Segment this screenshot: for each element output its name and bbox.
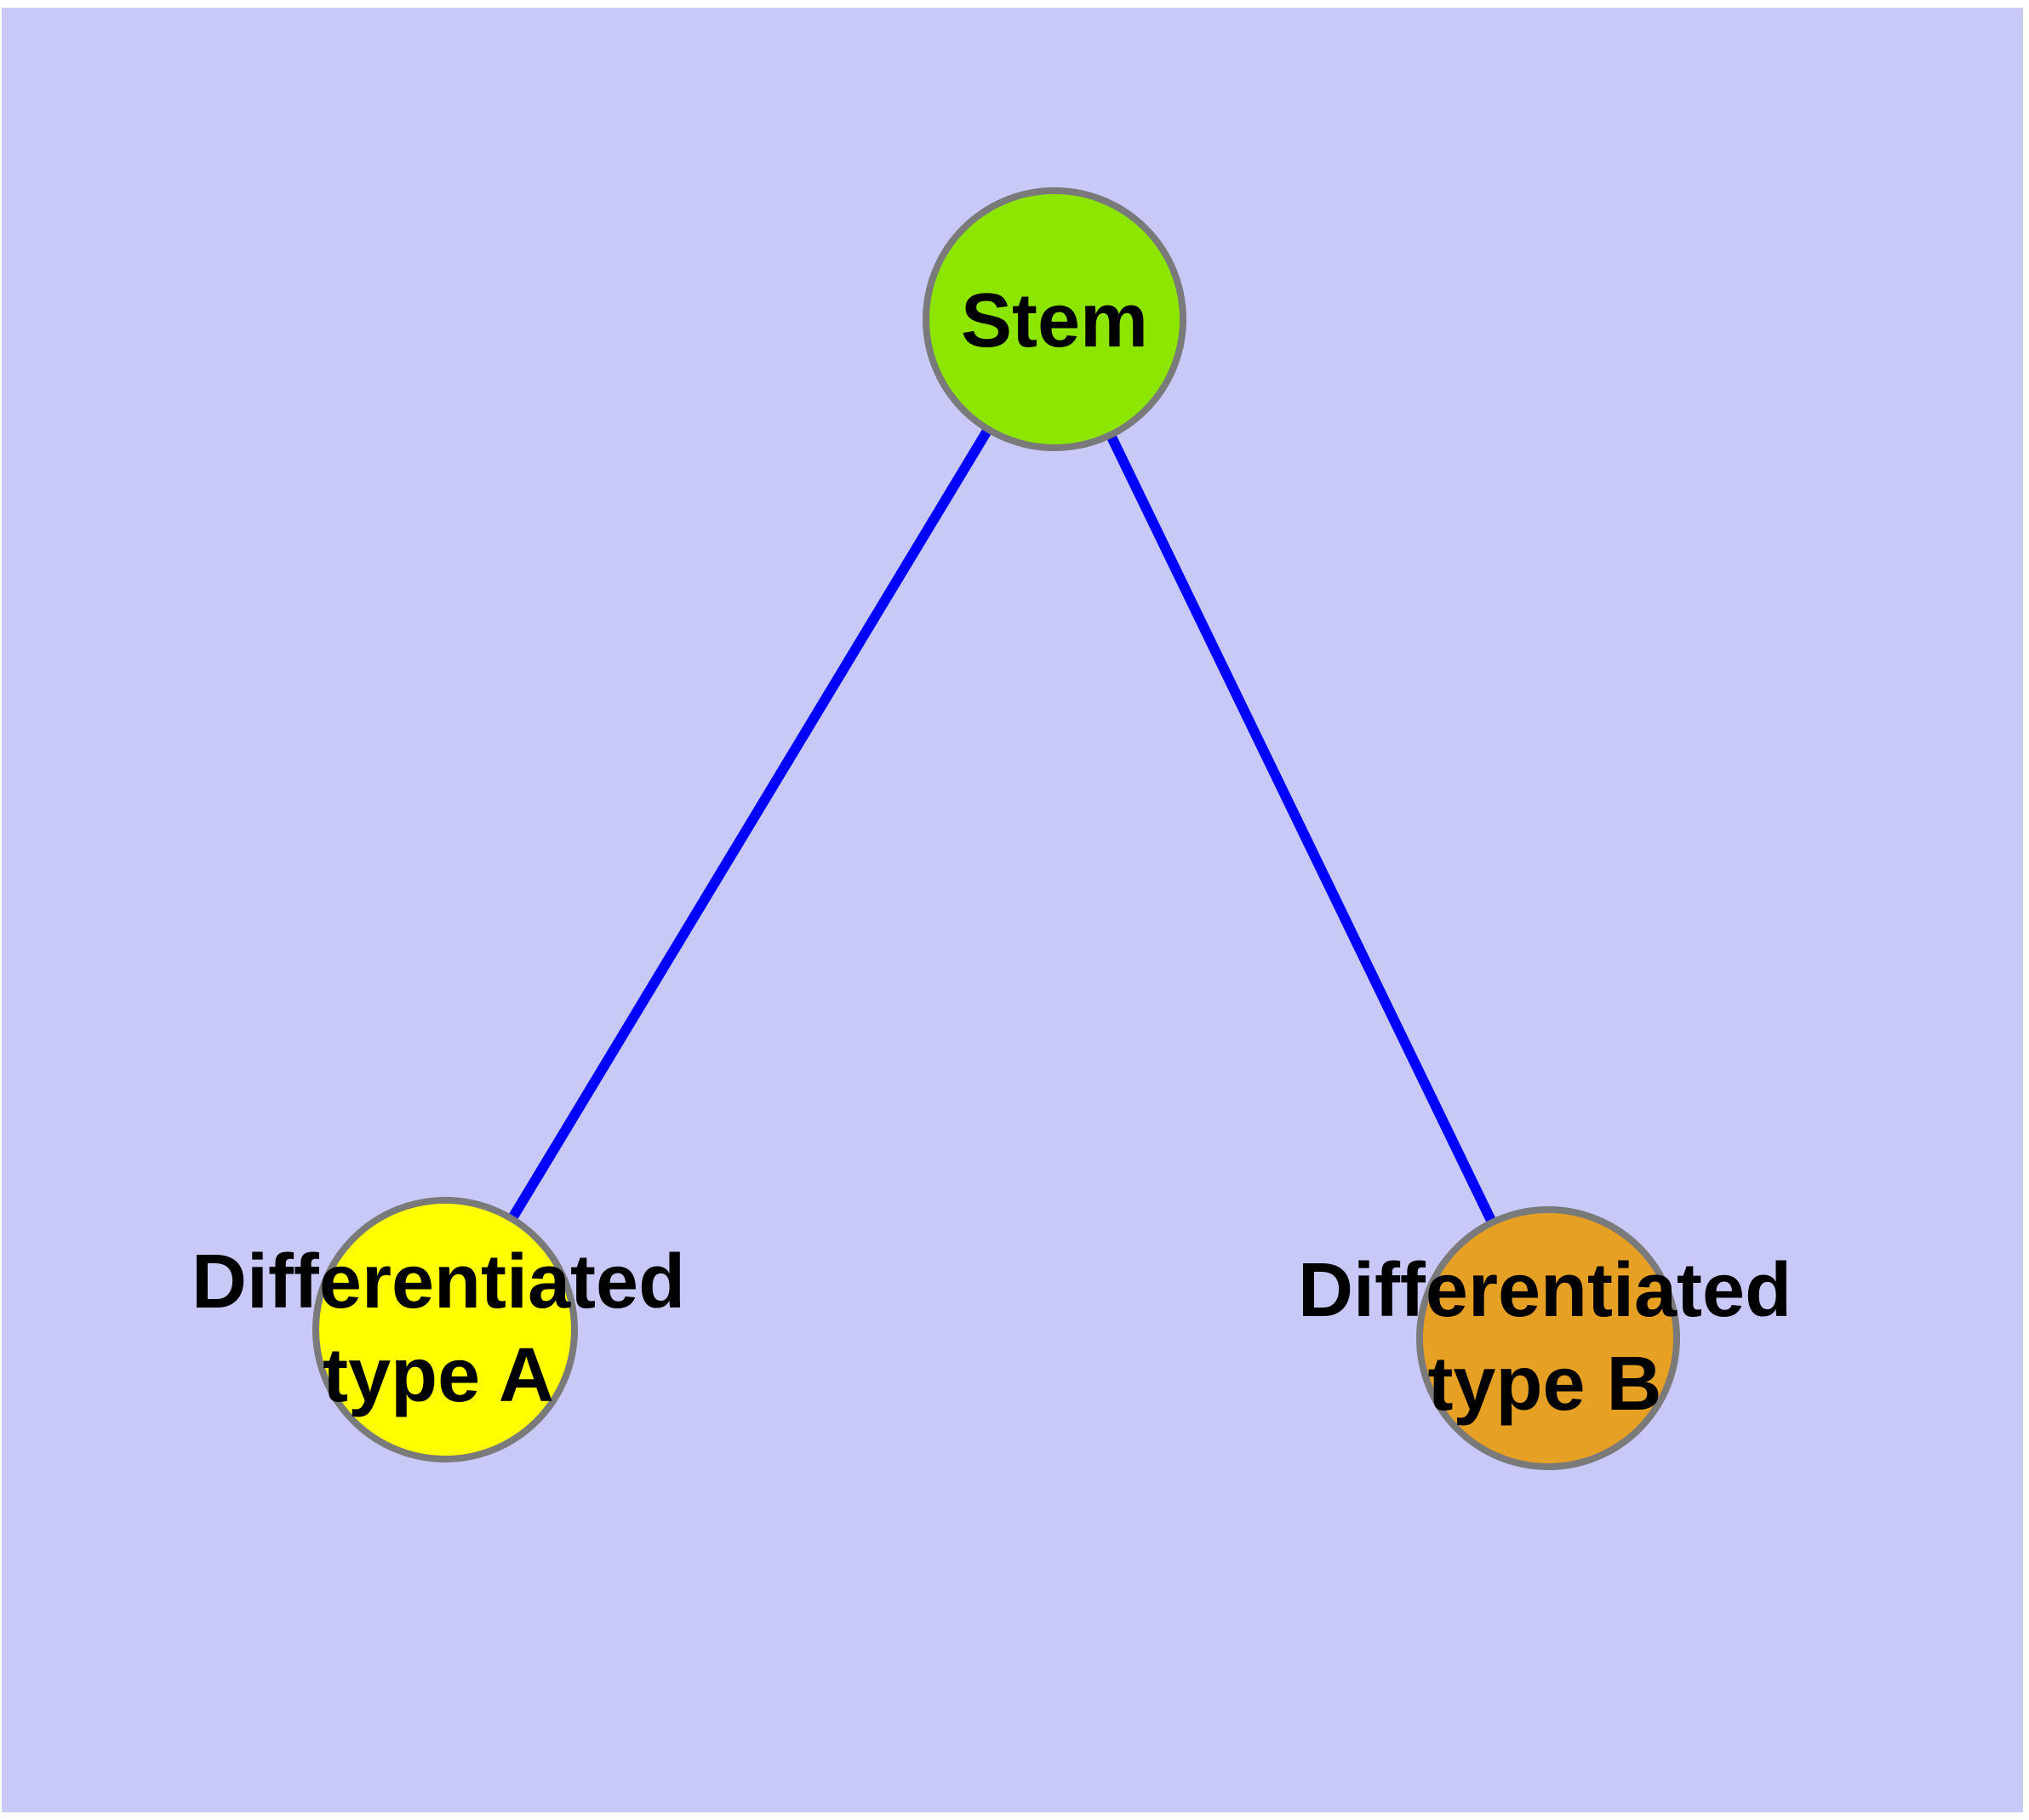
node-label-stem: Stem	[960, 278, 1149, 364]
node-label-type-b-line2: type B	[1427, 1342, 1662, 1427]
node-stem-circle	[923, 187, 1186, 451]
node-type-b-circle	[1416, 1206, 1680, 1470]
node-label-type-b: Differentiated type B	[1298, 1245, 1792, 1432]
node-label-type-a-line2: type A	[323, 1333, 554, 1418]
node-type-a-circle	[312, 1197, 578, 1462]
node-label-type-b-line1: Differentiated	[1297, 1248, 1792, 1334]
edge-stem-to-type-b	[1049, 317, 1553, 1341]
node-label-type-a-line1: Differentiated	[191, 1239, 686, 1325]
node-label-type-a: Differentiated type A	[191, 1236, 685, 1423]
edge-stem-to-type-a	[440, 316, 1060, 1333]
